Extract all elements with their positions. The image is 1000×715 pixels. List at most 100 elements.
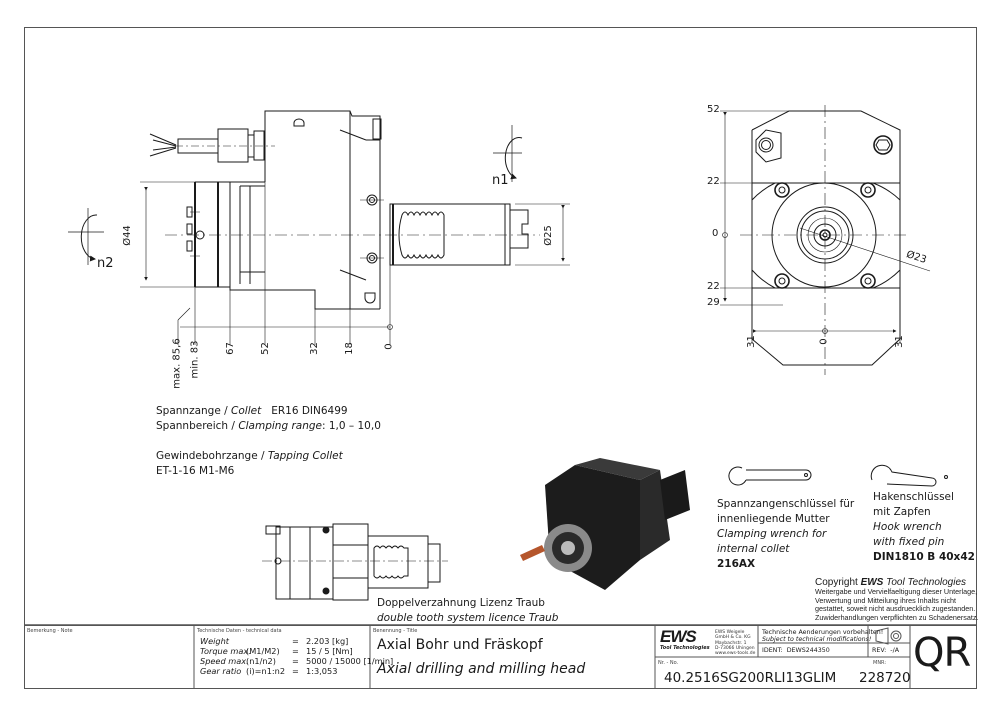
rotation-symbol-n2 xyxy=(68,208,104,265)
copyright-notice: Copyright EWS Tool Technologies Weiterga… xyxy=(815,577,978,622)
ident-field: IDENT: DEWS244350 xyxy=(762,647,830,654)
axial-dim-0: 0 xyxy=(383,343,395,350)
tech-eq: = xyxy=(292,646,299,656)
body-diameter-label: Ø44 xyxy=(121,225,133,246)
part-no-label: Nr. - No. xyxy=(658,660,679,666)
hook-wrench-code: DIN1810 B 40x42 xyxy=(873,551,975,563)
note-cell: Bemerkung - Note xyxy=(24,626,194,690)
hook-wrench-de1: Hakenschlüssel xyxy=(873,491,954,503)
tech-row-weight: Weight=2.203 [kg] xyxy=(200,636,348,646)
title-label: Benennung - Title xyxy=(373,628,418,634)
axial-dim-18: 18 xyxy=(343,342,355,355)
tech-value: 5000 / 15000 [1/min] xyxy=(306,656,394,666)
mnr-label: MNR: xyxy=(873,660,887,666)
tech-value: 15 / 5 [Nm] xyxy=(306,646,353,656)
copyright-prefix: Copyright xyxy=(815,577,861,588)
note-label: Bemerkung - Note xyxy=(27,628,73,634)
n2-label: n2 xyxy=(97,256,114,271)
copyright-line: gestattet, soweit nicht ausdruecklich zu… xyxy=(815,604,976,613)
axial-dim-min: min. 83 xyxy=(189,340,201,379)
ident-value: DEWS244350 xyxy=(786,647,830,654)
clamping-wrench-text: Spannzangenschlüssel für innenliegende M… xyxy=(717,497,854,572)
clamping-wrench-de1: Spannzangenschlüssel für xyxy=(717,498,855,510)
spindle-diameter-label: Ø25 xyxy=(542,225,554,246)
hook-wrench-text: Hakenschlüssel mit Zapfen Hook wrench wi… xyxy=(873,490,975,565)
company-address: EWS Weigele GmbH & Co. KG Maybachstr. 1 … xyxy=(715,630,758,656)
rotation-symbol-n1 xyxy=(493,125,523,182)
n1-label: n1 xyxy=(492,173,509,188)
tapping-de: Gewindebohrzange / xyxy=(156,450,268,462)
hook-wrench-en2: with fixed pin xyxy=(873,536,945,548)
traub-caption: Doppelverzahnung Lizenz Traub double too… xyxy=(377,596,558,626)
copyright-brand: EWS xyxy=(860,577,884,588)
ews-logo: EWS Tool Technologies xyxy=(660,627,712,651)
tapping-en: Tapping Collet xyxy=(267,450,343,462)
coolant-nozzle xyxy=(149,128,275,163)
address-line: D-73066 Uhingen xyxy=(715,645,755,651)
copyright-suffix: Tool Technologies xyxy=(883,577,967,588)
copyright-line: Zuwiderhandlungen verpflichten zu Schade… xyxy=(815,612,979,622)
lower-side-view xyxy=(262,523,448,601)
tech-data-label: Technische Daten - technical data xyxy=(197,628,282,634)
tech-sub: (M1/M2) xyxy=(246,646,280,656)
part-number: 40.2516SG200RLI13GLIM xyxy=(664,670,837,686)
hook-wrench-en1: Hook wrench xyxy=(873,521,942,533)
hook-wrench-de2: mit Zapfen xyxy=(873,506,931,518)
traub-caption-en: double tooth system licence Traub xyxy=(377,612,559,624)
logo-subtext: Tool Technologies xyxy=(660,645,710,651)
address-line: www.ews-tools.de xyxy=(715,651,756,657)
tech-row-gear: Gear ratio(i)=n1:n2=1:3,053 xyxy=(200,666,337,676)
title-german: Axial Bohr und Fräskopf xyxy=(377,637,543,653)
rev-label: REV: xyxy=(872,647,887,654)
clamping-wrench-en2: internal collet xyxy=(717,543,790,555)
tech-key: Gear ratio xyxy=(200,666,242,676)
tech-row-speed: Speed max.(n1/n2)=5000 / 15000 [1/min] xyxy=(200,656,393,666)
isometric-render xyxy=(520,458,690,590)
tech-sub: (n1/n2) xyxy=(246,656,276,666)
corner-code: QR xyxy=(913,630,971,676)
front-dim-0: 0 xyxy=(712,228,719,239)
front-dim-0-h: 0 xyxy=(818,338,830,345)
title-cell: Benennung - Title Axial Bohr und Fräskop… xyxy=(370,626,655,690)
address-line: Maybachstr. 1 xyxy=(715,640,747,646)
clamping-wrench-en1: Clamping wrench for xyxy=(717,528,827,540)
copyright-line: Weitergabe und Vervielfaeltigung dieser … xyxy=(815,587,978,596)
clamping-wrench-icon xyxy=(728,466,812,486)
clamping-wrench-code: 216AX xyxy=(717,558,756,570)
front-dim-31-left: 31 xyxy=(745,335,757,348)
side-view xyxy=(68,110,570,345)
title-english: Axial drilling and milling head xyxy=(377,661,586,677)
range-value: : 1,0 – 10,0 xyxy=(322,420,381,432)
collet-spec: ER16 DIN6499 xyxy=(271,405,348,417)
collet-de: Spannzange / xyxy=(156,405,232,417)
rev-value: -/A xyxy=(890,647,899,654)
traub-caption-de: Doppelverzahnung Lizenz Traub xyxy=(377,597,545,609)
modification-de: Technische Aenderungen vorbehalten! xyxy=(762,629,884,636)
drawing-frame xyxy=(24,27,977,689)
clamping-wrench-de2: innenliegende Mutter xyxy=(717,513,830,525)
spindle xyxy=(389,203,529,266)
mnr-number: 228720 xyxy=(859,670,911,686)
title-block: Bemerkung - Note Technische Daten - tech… xyxy=(24,625,977,689)
front-dim-22-top: 22 xyxy=(707,176,720,187)
front-view xyxy=(720,105,931,375)
tech-value: 1:3,053 xyxy=(306,666,338,676)
front-dim-22-bottom: 22 xyxy=(707,281,720,292)
range-de: Spannbereich / xyxy=(156,420,239,432)
collet-en: Collet xyxy=(231,405,262,417)
tech-key: Weight xyxy=(200,636,230,646)
tech-row-torque: Torque max.(M1/M2) = 15 / 5 [Nm] xyxy=(200,646,353,656)
axial-dim-32: 32 xyxy=(308,342,320,355)
front-dim-29: 29 xyxy=(707,297,720,308)
logo-text: EWS xyxy=(660,627,697,646)
axial-dim-52: 52 xyxy=(259,342,271,355)
tech-key: Speed max. xyxy=(200,656,249,666)
tapping-spec: ET-1-16 M1-M6 xyxy=(156,465,235,477)
hook-wrench-icon xyxy=(870,464,948,487)
copyright-line: Verwertung und Mitteilung ihres Inhalts … xyxy=(815,595,957,605)
front-dim-52: 52 xyxy=(707,104,720,115)
wrench-icons xyxy=(728,464,948,487)
tech-sub: (i)=n1:n2 xyxy=(246,666,286,676)
tech-key: Torque max. xyxy=(200,646,251,656)
